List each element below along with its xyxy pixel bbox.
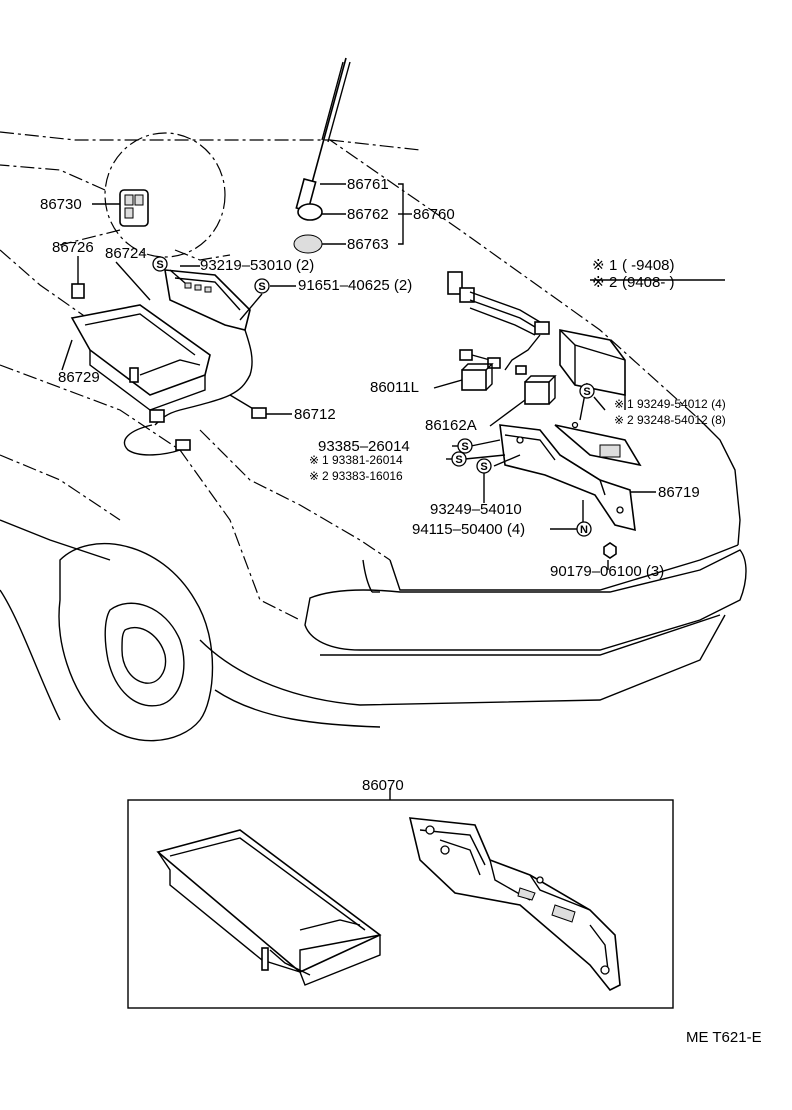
variant-mark-1: 1: [322, 453, 329, 467]
variant-asterisk: ※: [614, 413, 624, 427]
s-symbol-text: S: [455, 454, 462, 466]
wire-harness: [447, 271, 550, 375]
variant-mark-2: 2: [322, 469, 329, 483]
part-labels: 86730 86726 86724 86729 86712 86761 8676…: [40, 176, 726, 794]
n-symbol: [576, 521, 592, 537]
part-label-86726: 86726: [52, 239, 94, 256]
s-symbol-text: S: [583, 386, 590, 398]
legend-range-1: ( -9408): [622, 257, 675, 274]
s-symbol: [457, 438, 473, 454]
part-label-86070: 86070: [362, 777, 404, 794]
part-label-91651-40625: 91651–40625 (2): [298, 277, 412, 294]
part-label-93219-53010: 93219–53010 (2): [200, 257, 314, 274]
relay-86162A: [524, 375, 557, 405]
antenna-assembly: [293, 57, 351, 254]
s-symbol: [451, 451, 467, 467]
legend-asterisk-2: ※: [592, 274, 605, 291]
s-symbol-text: S: [461, 441, 468, 453]
part-label-86729: 86729: [58, 369, 100, 386]
figure-code: ME T621-E: [686, 1029, 762, 1046]
part-label-86724: 86724: [105, 245, 147, 262]
part-label-90179-06100: 90179–06100 (3): [550, 563, 664, 580]
relay-86011L: [461, 363, 494, 391]
part-label-93248-54012: 93248-54012 (8): [637, 413, 726, 427]
antenna-pad: [293, 234, 323, 254]
variant-asterisk: ※: [309, 453, 319, 467]
s-symbol: [254, 278, 270, 294]
part-label-86760: 86760: [413, 206, 455, 223]
part-label-86719: 86719: [658, 484, 700, 501]
part-label-86763: 86763: [347, 236, 389, 253]
variant-asterisk: ※: [614, 397, 624, 411]
nut-90179: [603, 542, 617, 559]
symbol-markers: S S S S S S N: [152, 256, 595, 537]
part-label-86011L: 86011L: [370, 379, 419, 396]
curl-cord: [123, 329, 267, 456]
part-label-93385-26014: 93385–26014: [318, 438, 410, 455]
car-body-outline: [0, 131, 747, 742]
subassembly-bracket: [408, 817, 621, 992]
legend-mark-2: 2: [609, 274, 617, 291]
legend-asterisk-1: ※: [592, 257, 605, 274]
s-symbol-text: S: [480, 461, 487, 473]
s-symbol: [476, 458, 492, 474]
part-label-86730: 86730: [40, 196, 82, 213]
legend-range-2: (9408- ): [622, 274, 675, 291]
part-label-86761: 86761: [347, 176, 389, 193]
variant-mark-1: 1: [627, 397, 634, 411]
part-label-94115-50400: 94115–50400 (4): [412, 521, 525, 538]
s-symbol: [579, 383, 595, 399]
steering-switch: [119, 189, 149, 227]
part-label-86162A: 86162A: [425, 417, 477, 434]
transceiver-unit: [559, 329, 626, 396]
label-plate: [71, 283, 85, 299]
antenna-nut: [297, 203, 323, 221]
part-label-93249-54010: 93249–54010: [430, 501, 522, 518]
mounting-bracket: [499, 421, 642, 532]
part-label-86762: 86762: [347, 206, 389, 223]
leader-lines: [61, 183, 725, 1009]
s-symbol-text: S: [156, 259, 163, 271]
cradle-tray: [70, 304, 211, 411]
s-symbol-text: S: [258, 281, 265, 293]
legend-mark-1: 1: [609, 257, 617, 274]
variant-mark-2: 2: [627, 413, 634, 427]
subassembly-tray: [156, 829, 382, 986]
part-label-86712: 86712: [294, 406, 336, 423]
handset: [164, 269, 251, 331]
variant-asterisk: ※: [309, 469, 319, 483]
part-label-93381-26014: 93381-26014: [332, 453, 403, 467]
part-label-93383-16016: 93383-16016: [332, 469, 403, 483]
s-symbol: [152, 256, 168, 272]
variant-legend: ※ 1 ( -9408) ※ 2 (9408- ): [592, 257, 675, 291]
n-symbol-text: N: [580, 524, 588, 536]
subassembly-box: [127, 799, 674, 1009]
part-label-93249-54012: 93249-54012 (4): [637, 397, 726, 411]
